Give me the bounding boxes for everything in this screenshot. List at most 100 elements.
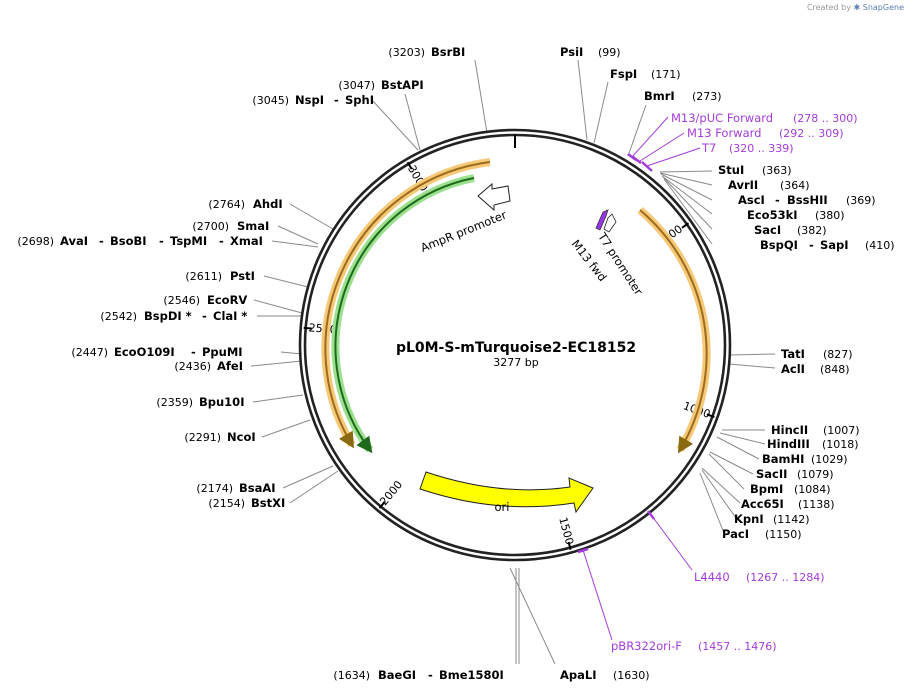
- enzyme-pos-asci: (369): [846, 194, 876, 207]
- credit-prefix: Created by: [806, 3, 851, 12]
- enzyme-pos-ahdi: (2764): [208, 198, 245, 211]
- enzyme-asci[interactable]: AscI: [738, 193, 765, 207]
- enzyme-pos-ncoi: (2291): [184, 431, 221, 444]
- enzyme-pos-smai: (2700): [192, 220, 229, 233]
- enzyme-paci[interactable]: PacI: [722, 527, 749, 541]
- enzyme-pos-bamhi: (1029): [811, 453, 848, 466]
- tick-label-1500: 1500: [556, 516, 576, 546]
- tick-mark-3000: [406, 161, 413, 170]
- enzyme-bpmi[interactable]: BpmI: [750, 482, 783, 496]
- enzyme-pos-fspi: (171): [651, 68, 681, 81]
- enzyme-sep-dash: -: [809, 238, 814, 252]
- enzyme-pos-acc65i: (1138): [798, 498, 835, 511]
- feature-green: [334, 177, 475, 454]
- plasmid-size: 3277 bp: [493, 356, 538, 369]
- enzyme-bsshii[interactable]: BssHII: [787, 193, 828, 207]
- enzyme-sep-dash: -: [775, 193, 780, 207]
- enzyme-bsrbi[interactable]: BsrBI: [431, 45, 465, 59]
- enzyme-hincii[interactable]: HincII: [771, 423, 808, 437]
- tick-mark-2000: [378, 501, 386, 509]
- enzyme-pos-ecoo109i: (2447): [71, 346, 108, 359]
- enzyme-bamhi[interactable]: BamHI: [762, 452, 804, 466]
- enzyme-smai[interactable]: SmaI: [237, 219, 269, 233]
- enzyme-pos-bmri: (273): [692, 90, 722, 103]
- enzyme-acli[interactable]: AclI: [781, 362, 805, 376]
- enzyme-sphi[interactable]: SphI: [345, 93, 374, 107]
- enzyme-pos-psii: (99): [598, 46, 621, 59]
- enzyme-pos-stui: (363): [762, 164, 792, 177]
- enzyme-ncoi[interactable]: NcoI: [227, 430, 256, 444]
- enzyme-pos-bpu10i: (2359): [156, 396, 193, 409]
- enzyme-bsaai[interactable]: BsaAI: [239, 481, 276, 495]
- enzyme-pos-acli: (848): [820, 363, 850, 376]
- enzyme-pos-bspdi: (2542): [100, 310, 137, 323]
- snapgene-logo: ✱ SnapGene: [853, 3, 905, 12]
- enzyme-pos-sacii: (1079): [797, 468, 834, 481]
- enzyme-pos-paci: (1150): [765, 528, 802, 541]
- enzyme-ecorv[interactable]: EcoRV: [207, 293, 247, 307]
- feature-orange-left: [324, 161, 491, 449]
- enzyme-pos-bsaai: (2174): [196, 482, 233, 495]
- enzyme-eco53ki[interactable]: Eco53kI: [747, 208, 798, 222]
- enzyme-bspqi[interactable]: BspQI: [760, 238, 798, 252]
- enzyme-ahdi[interactable]: AhdI: [253, 197, 283, 211]
- enzyme-afei[interactable]: AfeI: [217, 359, 243, 373]
- enzyme-avrii[interactable]: AvrII: [728, 178, 758, 192]
- enzyme-psii[interactable]: PsiI: [560, 45, 583, 59]
- feature-green-halo: [331, 174, 475, 453]
- enzyme-sep-dash: -: [191, 345, 196, 359]
- enzyme-saci[interactable]: SacI: [754, 223, 781, 237]
- enzyme-fspi[interactable]: FspI: [610, 67, 637, 81]
- enzyme-tati[interactable]: TatI: [781, 347, 805, 361]
- tick-mark-2500: [303, 326, 312, 330]
- enzyme-bstxi[interactable]: BstXI: [251, 496, 285, 510]
- enzyme-bme1580i[interactable]: Bme1580I: [439, 668, 504, 682]
- enzyme-apali[interactable]: ApaLI: [560, 668, 597, 682]
- feature-orange-right: [639, 209, 708, 454]
- enzyme-pos-avai: (2698): [17, 235, 54, 248]
- enzyme-pos-baegi: (1634): [333, 669, 370, 682]
- primer-m13-forward[interactable]: M13 Forward: [687, 126, 761, 140]
- enzyme-ecoo109i[interactable]: EcoO109I: [114, 345, 175, 359]
- enzyme-psti[interactable]: PstI: [230, 269, 255, 283]
- enzyme-bsobi[interactable]: BsoBI: [110, 234, 147, 248]
- enzyme-pos-saci: (382): [797, 224, 827, 237]
- enzyme-bstapi[interactable]: BstAPI: [381, 78, 424, 92]
- enzyme-kpni[interactable]: KpnI: [734, 512, 764, 526]
- enzyme-xmai[interactable]: XmaI: [230, 234, 263, 248]
- enzyme-clai[interactable]: ClaI *: [213, 309, 247, 323]
- enzyme-sacii[interactable]: SacII: [756, 467, 787, 481]
- enzyme-sep-dash: -: [202, 309, 207, 323]
- enzyme-pos-kpni: (1142): [773, 513, 810, 526]
- enzyme-ppumi[interactable]: PpuMI: [202, 345, 243, 359]
- enzyme-pos-apali: (1630): [613, 669, 650, 682]
- primer-t7[interactable]: T7: [701, 141, 716, 155]
- tick-label-2000: 2000: [377, 478, 405, 508]
- plasmid-name: pL0M-S-mTurquoise2-EC18152: [396, 340, 636, 356]
- enzyme-sapi[interactable]: SapI: [820, 238, 849, 252]
- enzyme-baegi[interactable]: BaeGI: [378, 668, 416, 682]
- enzyme-acc65i[interactable]: Acc65I: [741, 497, 784, 511]
- enzyme-sep-dash: -: [334, 93, 339, 107]
- enzyme-bpu10i[interactable]: Bpu10I: [199, 395, 244, 409]
- primer-range-m13-forward: (292 .. 309): [779, 127, 844, 140]
- feature-label-ampr-promoter: AmpR promoter: [419, 208, 509, 255]
- enzyme-pos-bspqi: (410): [865, 239, 895, 252]
- primer-pbr322ori-f[interactable]: pBR322ori-F: [611, 639, 682, 653]
- enzyme-bmri[interactable]: BmrI: [644, 89, 675, 103]
- tick-mark-500: [681, 222, 690, 229]
- enzyme-bspdi[interactable]: BspDI *: [144, 309, 192, 323]
- ampr-promoter-arrow: [477, 182, 511, 212]
- primer-range-l4440: (1267 .. 1284): [746, 571, 825, 584]
- enzyme-hindiii[interactable]: HindIII: [767, 437, 810, 451]
- enzyme-pos-eco53ki: (380): [815, 209, 845, 222]
- primer-m13puc-forward[interactable]: M13/pUC Forward: [671, 111, 773, 125]
- enzyme-pos-bstxi: (2154): [208, 497, 245, 510]
- enzyme-avai[interactable]: AvaI: [60, 234, 88, 248]
- enzyme-tspmi[interactable]: TspMI: [170, 234, 207, 248]
- enzyme-pos-hincii: (1007): [823, 424, 860, 437]
- enzyme-nspi[interactable]: NspI: [295, 93, 324, 107]
- primer-l4440[interactable]: L4440: [694, 570, 730, 584]
- enzyme-stui[interactable]: StuI: [718, 163, 744, 177]
